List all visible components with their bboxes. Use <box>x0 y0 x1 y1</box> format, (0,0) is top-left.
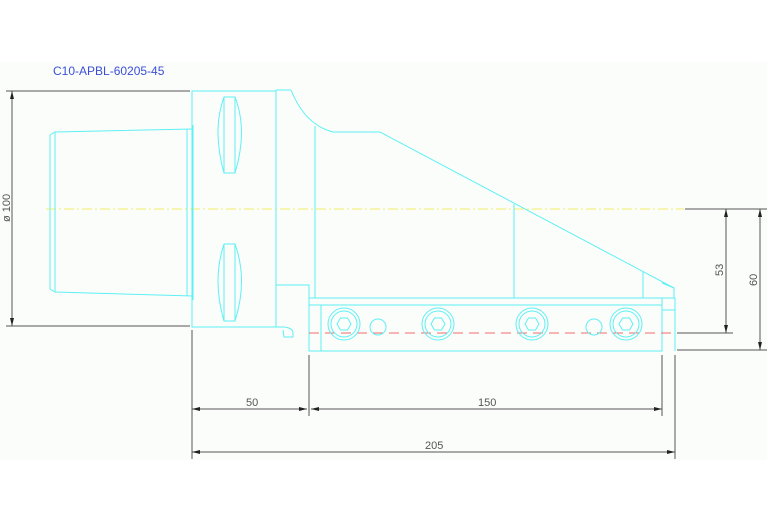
length-shank-label: 50 <box>246 397 258 409</box>
drawing-title: C10-APBL-60205-45 <box>53 64 165 78</box>
socket-head-screw <box>421 307 455 341</box>
upper-clamping-slot <box>217 96 242 174</box>
diameter-label: ø 100 <box>1 194 13 222</box>
mounting-bar <box>308 297 676 352</box>
height-total-label: 60 <box>748 274 760 286</box>
height-center-dimension: 53 <box>677 208 767 334</box>
height-total-dimension: 60 <box>677 209 767 351</box>
socket-head-screw <box>327 307 361 341</box>
socket-head-screw <box>609 307 643 341</box>
socket-head-screw <box>515 307 549 341</box>
length-bar-label: 150 <box>478 397 496 409</box>
tapered-shank <box>49 125 194 300</box>
dowel-pin <box>585 318 603 336</box>
dowel-pin <box>369 318 387 336</box>
length-total-label: 205 <box>425 440 443 452</box>
drawing-panel <box>0 62 767 460</box>
height-center-label: 53 <box>714 264 726 276</box>
angled-arm <box>379 131 675 298</box>
length-dimensions: 50 150 205 <box>191 330 676 459</box>
diameter-dimension: ø 100 <box>1 90 190 327</box>
neck <box>275 89 380 338</box>
lower-clamping-slot <box>217 243 242 322</box>
